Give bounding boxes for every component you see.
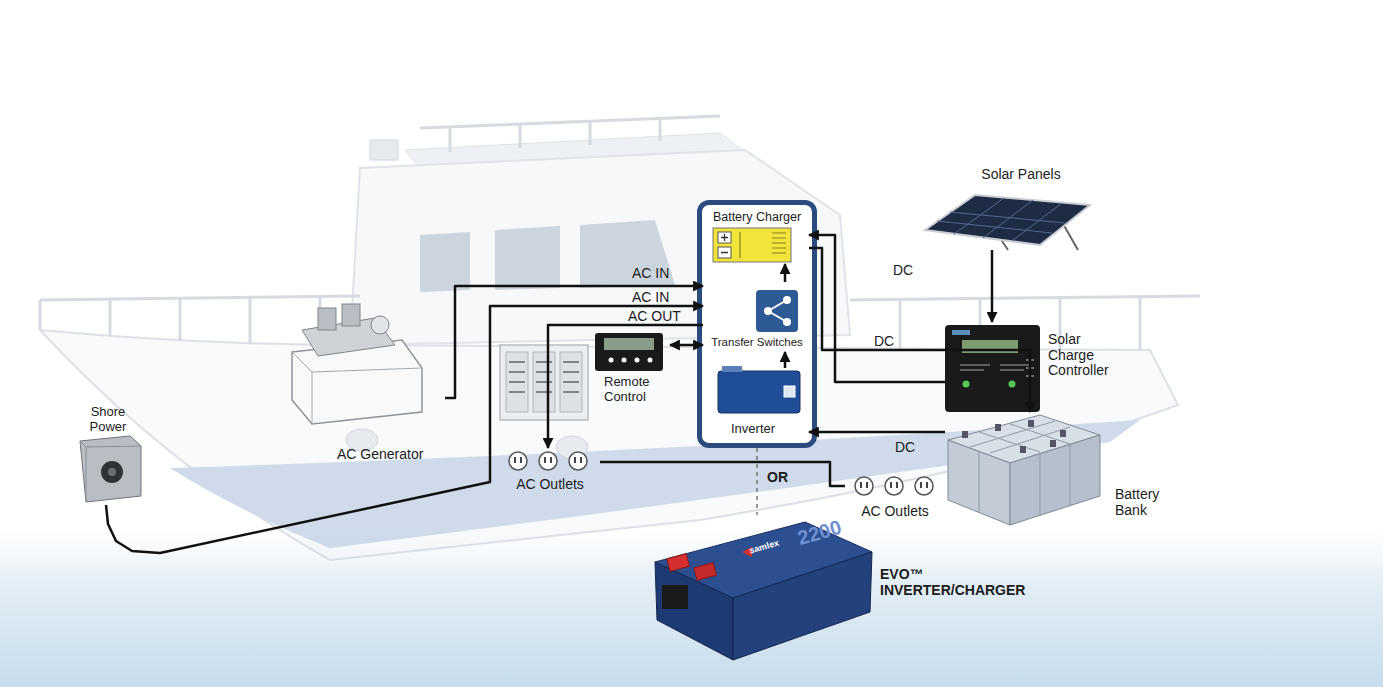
edge-label: DC xyxy=(874,333,894,349)
solar-panel-drawing xyxy=(914,0,1090,250)
part-label: 2200 xyxy=(795,516,844,550)
node-label: Battery Bank xyxy=(1115,487,1169,518)
remote-control-drawing xyxy=(595,333,663,371)
node-label: EVO™ INVERTER/CHARGER xyxy=(880,567,1040,598)
battery-bank: Battery Bank xyxy=(945,412,1145,530)
battery-charger-drawing xyxy=(713,228,791,262)
shore-power: Shore Power xyxy=(70,405,145,505)
node-label: Transfer Switches xyxy=(703,336,811,349)
edge-label: OR xyxy=(767,469,788,485)
transfer-switch-drawing xyxy=(756,290,798,332)
connector xyxy=(548,325,703,448)
node-label: Remote Control xyxy=(604,375,666,404)
connector xyxy=(600,462,845,486)
node-label: Inverter xyxy=(731,422,801,437)
ac-outlets: AC Outlets xyxy=(845,472,945,522)
node-label: Solar Charge Controller xyxy=(1048,332,1120,379)
connector xyxy=(784,264,787,282)
generator-drawing xyxy=(292,304,422,424)
inverter-drawing xyxy=(718,366,800,413)
solar-charge-controller: Solar Charge Controller xyxy=(945,322,1120,414)
edge-label: AC IN xyxy=(632,265,669,281)
connector xyxy=(991,250,994,322)
connector xyxy=(670,344,703,347)
battery-bank-drawing xyxy=(948,415,1100,525)
charge-controller-drawing xyxy=(945,325,1040,412)
edge-label: AC IN xyxy=(632,289,669,305)
inverter: Inverter xyxy=(705,368,809,440)
component-group: Battery ChargerTransfer SwitchesInverter xyxy=(697,200,817,448)
evo-device-drawing xyxy=(655,522,872,660)
transfer-switch: Transfer Switches xyxy=(703,282,811,352)
solar-panel: Solar Panels xyxy=(920,165,1095,250)
node-label: Shore Power xyxy=(82,405,134,434)
node-label: AC Outlets xyxy=(500,477,600,493)
group-fill xyxy=(699,202,815,446)
node-label: Solar Panels xyxy=(961,167,1081,183)
connector xyxy=(784,352,787,368)
breaker-panel xyxy=(500,345,588,420)
ac-outlets: AC Outlets xyxy=(500,448,600,494)
edge-label: DC xyxy=(895,439,915,455)
connector xyxy=(809,235,945,382)
connector xyxy=(756,448,757,515)
water xyxy=(0,515,1383,687)
connector xyxy=(809,248,1030,412)
battery-charger: Battery Charger xyxy=(705,206,809,264)
edge-label: AC OUT xyxy=(628,308,681,324)
connector xyxy=(445,286,703,398)
edge-label: DC xyxy=(893,262,913,278)
node-label: AC Generator xyxy=(337,447,442,463)
shore-power-drawing xyxy=(80,436,141,502)
node-label: Battery Charger xyxy=(705,210,809,224)
ac-generator: AC Generator xyxy=(285,305,445,465)
boat xyxy=(40,116,1200,560)
node-label: AC Outlets xyxy=(845,504,945,520)
remote-control: Remote Control xyxy=(590,328,670,413)
connector xyxy=(106,306,703,553)
connector xyxy=(809,431,945,434)
part-label: samlex xyxy=(748,538,780,556)
